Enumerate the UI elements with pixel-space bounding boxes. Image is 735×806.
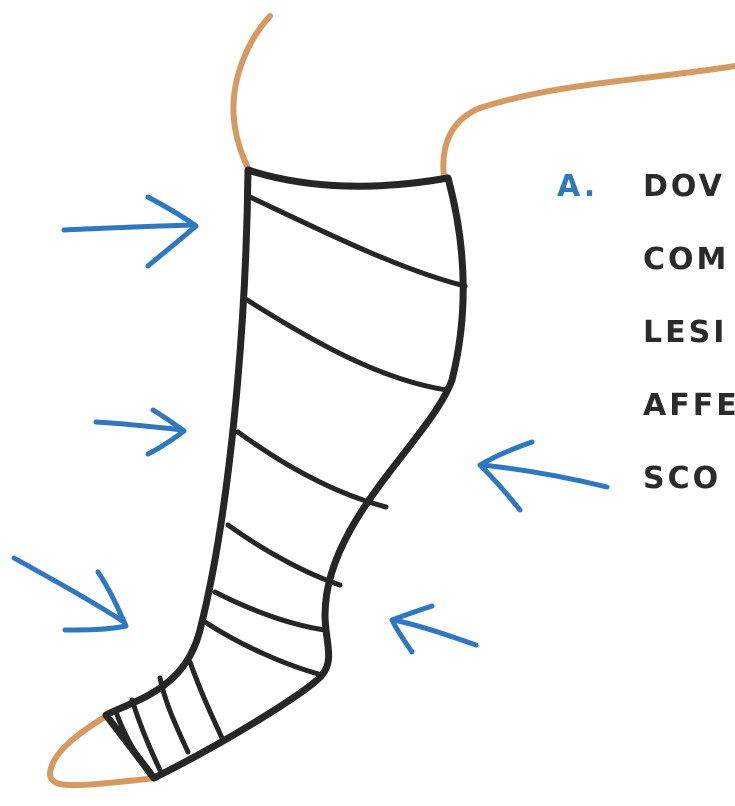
- text-line-1: A. DOV: [557, 168, 735, 206]
- arrow-lower-left: [14, 558, 126, 630]
- line-text: AFFE: [643, 387, 735, 425]
- line-text: DOV: [643, 168, 725, 206]
- instruction-text: A. DOV COM LESI AFFE SCO: [557, 168, 735, 533]
- wrap-line-3: [238, 432, 386, 507]
- wrap-line-2: [244, 298, 447, 390]
- line-text: LESI: [643, 314, 727, 352]
- text-line-5: SCO: [557, 460, 735, 498]
- knee-front-outline: [443, 66, 735, 178]
- line-text: COM: [643, 241, 729, 279]
- arrow-right-ankle: [392, 606, 476, 652]
- wrap-line-8: [160, 678, 188, 752]
- arrow-middle-left: [96, 410, 184, 454]
- pressure-arrows: [14, 197, 607, 652]
- item-letter: A.: [557, 168, 643, 206]
- wrap-line-7: [190, 662, 222, 738]
- wrap-line-4: [228, 525, 340, 585]
- line-text: SCO: [643, 460, 721, 498]
- arrow-upper-left: [64, 197, 196, 266]
- bandage-wraps: [116, 196, 465, 775]
- text-line-4: AFFE: [557, 387, 735, 425]
- wrap-line-6: [205, 622, 322, 675]
- wrap-line-10: [116, 712, 150, 775]
- wrap-line-5: [215, 592, 325, 630]
- thigh-back-outline: [233, 16, 270, 168]
- text-line-3: LESI: [557, 314, 735, 352]
- text-line-2: COM: [557, 241, 735, 279]
- wrap-line-1: [248, 196, 465, 286]
